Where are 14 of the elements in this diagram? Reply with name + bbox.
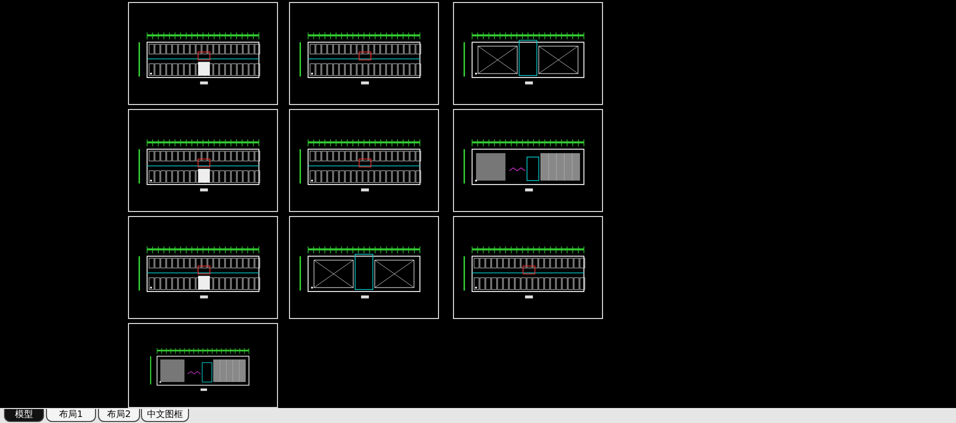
drawing-sheet	[453, 2, 603, 105]
drawing-sheet	[453, 109, 603, 212]
drawing-sheet	[289, 216, 439, 319]
drawing-sheet	[128, 109, 278, 212]
drawing-sheet	[289, 109, 439, 212]
layout-tab: 中文图框	[141, 409, 189, 422]
layout-tab: 布局1	[46, 409, 96, 422]
drawing-sheet	[128, 2, 278, 105]
drawing-sheet	[453, 216, 603, 319]
drawing-sheet	[128, 216, 278, 319]
layout-tab: 模型	[4, 409, 44, 422]
layout-tab: 布局2	[98, 409, 140, 422]
drawing-sheet	[128, 323, 278, 408]
drawing-sheet	[289, 2, 439, 105]
